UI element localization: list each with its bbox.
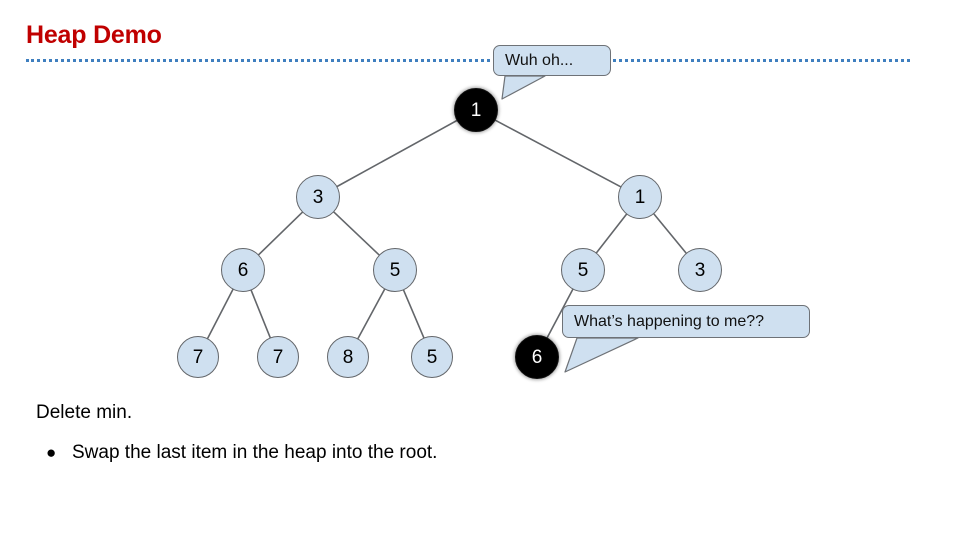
bullet-item: ● Swap the last item in the heap into th… [36,440,776,466]
tree-node-1-highlighted[interactable]: 1 [454,88,498,132]
tree-node-label: 1 [634,186,646,208]
tree-node-1[interactable]: 1 [618,175,662,219]
tree-edge [250,289,272,339]
page-title: Heap Demo [26,21,162,49]
callout-last-text: What’s happening to me?? [574,312,765,330]
tree-edge [595,213,628,254]
tree-edge [356,288,386,340]
callout-last: What’s happening to me?? [562,305,810,338]
callout-root-text: Wuh oh... [505,51,574,69]
tree-node-6[interactable]: 6 [221,248,265,292]
bullet-text: Swap the last item in the heap into the … [72,442,438,463]
tree-node-label: 8 [342,346,354,368]
callout-last-tail [564,337,639,373]
tree-edge [332,210,381,257]
tree-edge [257,211,304,256]
tree-node-label: 7 [272,346,284,368]
tree-node-3[interactable]: 3 [296,175,340,219]
tree-node-label: 5 [389,259,401,281]
tree-node-label: 5 [577,259,589,281]
bullet-dot-icon: ● [46,443,57,462]
tree-edge [402,289,425,339]
tree-node-label: 1 [470,99,482,121]
tree-edge [336,119,458,188]
callout-root: Wuh oh... [493,45,611,76]
callout-root-tail [501,75,546,100]
tree-node-5[interactable]: 5 [373,248,417,292]
tree-node-5[interactable]: 5 [561,248,605,292]
title-divider [26,59,910,62]
tree-node-label: 3 [312,186,324,208]
tree-node-5[interactable]: 5 [411,336,453,378]
tree-edge [652,212,688,255]
lead-line: Delete min. [36,402,133,423]
body-text-block: Delete min. ● Swap the last item in the … [36,400,776,466]
tree-edge [206,288,235,340]
tree-node-label: 6 [237,259,249,281]
tree-node-7[interactable]: 7 [177,336,219,378]
tree-node-3[interactable]: 3 [678,248,722,292]
tree-node-6-highlighted[interactable]: 6 [515,335,559,379]
tree-node-label: 3 [694,259,706,281]
tree-node-label: 6 [531,346,543,368]
tree-node-8[interactable]: 8 [327,336,369,378]
tree-node-label: 7 [192,346,204,368]
tree-edge [494,119,622,188]
tree-node-label: 5 [426,346,438,368]
tree-node-7[interactable]: 7 [257,336,299,378]
